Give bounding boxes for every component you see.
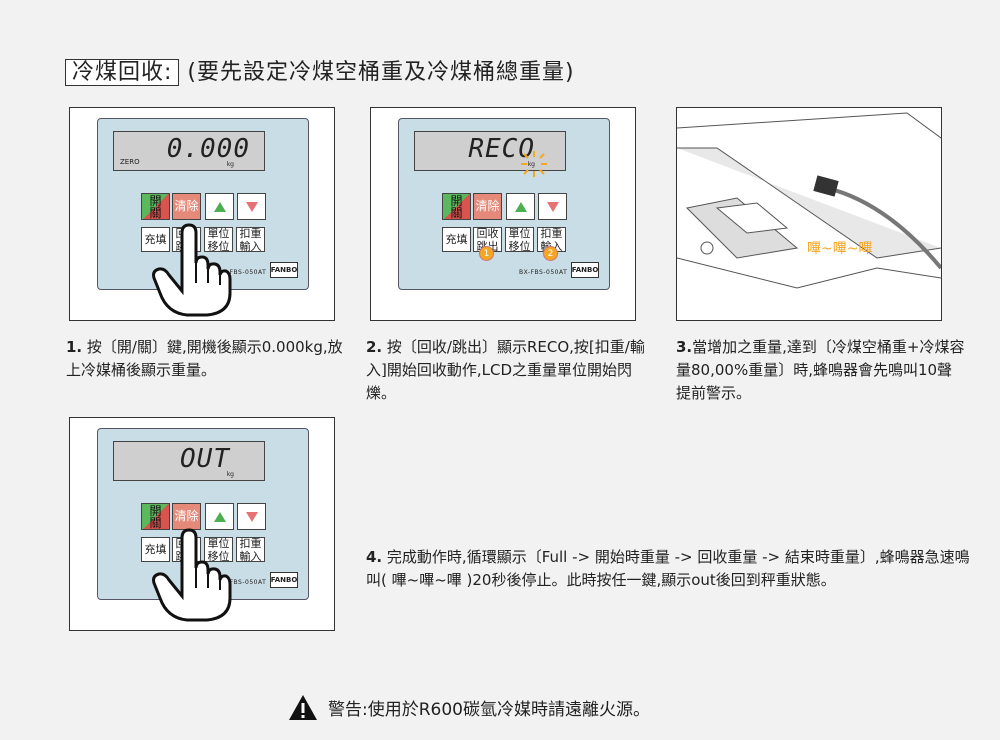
down-button[interactable]: [538, 193, 567, 220]
up-button[interactable]: [205, 193, 234, 220]
tare-button[interactable]: 扣重 輸入: [236, 537, 265, 563]
down-button[interactable]: [237, 193, 266, 220]
step1-text: 1. 按〔開/關〕鍵,開機後顯示0.000kg,放上冷媒桶後顯示重量。: [66, 338, 343, 379]
lcd-display: RECO kg: [414, 131, 566, 171]
lcd-display: 0.000 ZERO kg: [113, 131, 265, 171]
hand-pointer-icon: [152, 528, 232, 622]
unit-indicator: kg: [226, 471, 234, 478]
model-label: BX-FBS-050AT: [519, 269, 568, 276]
warning-icon: [289, 695, 317, 720]
unit-button[interactable]: 單位 移位: [204, 227, 233, 253]
step-badge-1: 1: [479, 246, 494, 261]
clear-button[interactable]: 清除: [172, 193, 201, 220]
fill-button[interactable]: 充填: [141, 227, 170, 252]
step4-illustration: OUT kg 開 關 清除 充填 回收 跳出 單位 移位 扣重 輸入 BX-FB…: [69, 417, 335, 631]
fill-button[interactable]: 充填: [141, 537, 170, 562]
blink-icon: [521, 151, 547, 177]
unit-indicator: kg: [527, 161, 535, 168]
step-badge-2: 2: [543, 246, 558, 261]
up-arrow-icon: [514, 201, 527, 212]
unit-indicator: kg: [226, 161, 234, 168]
brand-logo: FANBO: [571, 262, 599, 278]
lcd-value: RECO: [468, 134, 535, 164]
power-button[interactable]: 開 關: [141, 503, 170, 530]
down-arrow-icon: [546, 201, 559, 212]
scale-controller: RECO kg 開 關 清除 充填 回收 跳出 單位 移位 扣重 輸入 1 2 …: [398, 118, 610, 290]
scale-platform-drawing: [677, 112, 941, 289]
lcd-value: 0.000: [166, 134, 250, 164]
zero-indicator: ZERO: [120, 158, 140, 166]
page-title: 冷煤回收: (要先設定冷煤空桶重及冷煤桶總重量): [65, 54, 575, 86]
lcd-display: OUT kg: [113, 441, 265, 481]
warning: 警告:使用於R600碳氫冷媒時請遠離火源。: [288, 694, 650, 721]
step2-text: 2. 按〔回收/跳出〕顯示RECO,按[扣重/輸入]開始回收動作,LCD之重量單…: [366, 338, 645, 402]
step4-text: 4. 完成動作時,循環顯示〔Full -> 開始時重量 -> 回收重量 -> 結…: [366, 548, 970, 589]
clear-button[interactable]: 清除: [172, 503, 201, 530]
hand-pointer-icon: [152, 223, 232, 317]
unit-button[interactable]: 單位 移位: [204, 537, 233, 563]
model-label: BX-FBS-050AT: [218, 579, 267, 586]
warning-text: 警告:使用於R600碳氫冷媒時請遠離火源。: [328, 700, 650, 720]
fill-button[interactable]: 充填: [442, 227, 471, 252]
unit-button[interactable]: 單位 移位: [505, 227, 534, 253]
up-arrow-icon: [213, 201, 226, 212]
lcd-value: OUT: [180, 444, 230, 474]
brand-logo: FANBO: [270, 262, 298, 278]
title-boxed: 冷煤回收:: [65, 59, 180, 86]
step2-illustration: RECO kg 開 關 清除 充填 回收 跳出 單位 移位 扣重 輸入 1 2 …: [370, 107, 636, 321]
brand-logo: FANBO: [270, 572, 298, 588]
clear-button[interactable]: 清除: [473, 193, 502, 220]
power-button[interactable]: 開 關: [442, 193, 471, 220]
step3-text: 3.當增加之重量,達到〔冷煤空桶重+冷煤容量80,00%重量〕時,蜂鳴器會先鳴叫…: [676, 338, 965, 402]
step1-illustration: 0.000 ZERO kg 開 關 清除 充填 回收 跳出 單位 移位 扣重 輸…: [69, 107, 335, 321]
scale-controller: 0.000 ZERO kg 開 關 清除 充填 回收 跳出 單位 移位 扣重 輸…: [97, 118, 309, 290]
down-arrow-icon: [245, 201, 258, 212]
beep-text: 嗶~嗶~嗶: [807, 241, 873, 257]
title-subtitle: (要先設定冷煤空桶重及冷煤桶總重量): [187, 60, 575, 85]
power-button[interactable]: 開 關: [141, 193, 170, 220]
up-arrow-icon: [213, 511, 226, 522]
tare-button[interactable]: 扣重 輸入: [236, 227, 265, 253]
model-label: BX-FBS-050AT: [218, 269, 267, 276]
down-arrow-icon: [245, 511, 258, 522]
step3-illustration: 嗶~嗶~嗶: [676, 107, 942, 321]
down-button[interactable]: [237, 503, 266, 530]
up-button[interactable]: [506, 193, 535, 220]
up-button[interactable]: [205, 503, 234, 530]
